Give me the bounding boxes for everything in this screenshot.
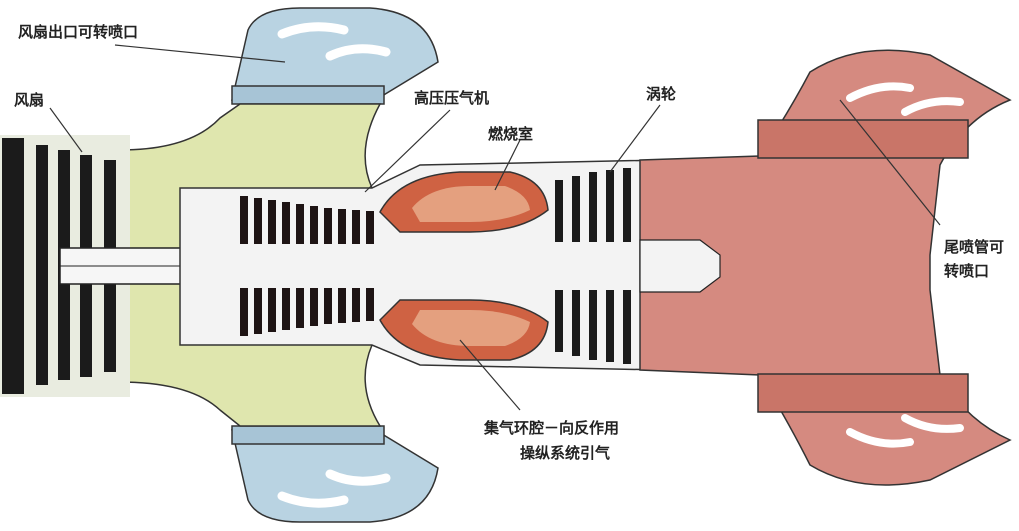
exhaust-tail-nozzle — [639, 49, 1012, 486]
lower-fan-nozzle — [231, 425, 439, 523]
upper-fan-nozzle — [231, 7, 439, 105]
label-combustor: 燃烧室 — [488, 125, 534, 143]
leader-lines — [49, 44, 941, 411]
turbine-stages — [555, 168, 631, 364]
hp-compressor-blades — [240, 196, 374, 336]
label-bleed-line2: 操纵系统引气 — [520, 444, 611, 462]
label-fan: 风扇 — [14, 91, 45, 109]
label-tail-nozzle-line2: 转喷口 — [944, 262, 990, 280]
label-fan-exit-nozzle: 风扇出口可转喷口 — [18, 23, 139, 41]
label-turbine: 涡轮 — [646, 85, 677, 103]
label-tail-nozzle-line1: 尾喷管可 — [944, 238, 1005, 256]
combustor-chambers — [379, 171, 549, 361]
label-hp-compressor: 高压压气机 — [414, 89, 490, 107]
label-bleed-line1: 集气环腔－向反作用 — [484, 419, 620, 437]
